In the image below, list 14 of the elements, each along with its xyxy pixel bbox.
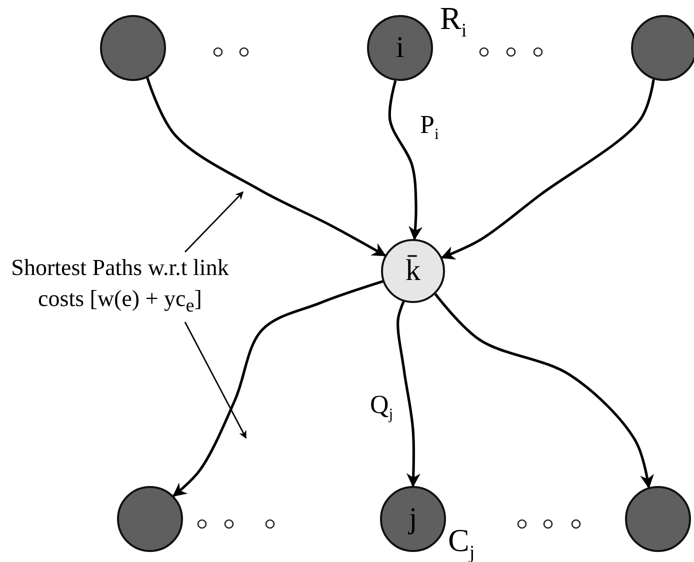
node-label: k̄ [406, 256, 420, 286]
node-circle [381, 239, 445, 303]
path-arrow [172, 280, 384, 497]
leader-arrow [184, 191, 244, 252]
node-label: i [396, 33, 404, 63]
path-arrow [434, 293, 654, 489]
path-arrow [388, 80, 422, 240]
annotation-text-line: Shortest Paths w.r.t link costs [w(e) + yc$_{e}$] [10, 254, 230, 319]
node-label: j [408, 504, 418, 534]
leader-arrow [184, 322, 247, 439]
path-arrow [396, 301, 420, 488]
set-label: R$_{i}$ [440, 2, 467, 41]
path-arrow [440, 79, 655, 260]
path-arrow [146, 77, 386, 257]
